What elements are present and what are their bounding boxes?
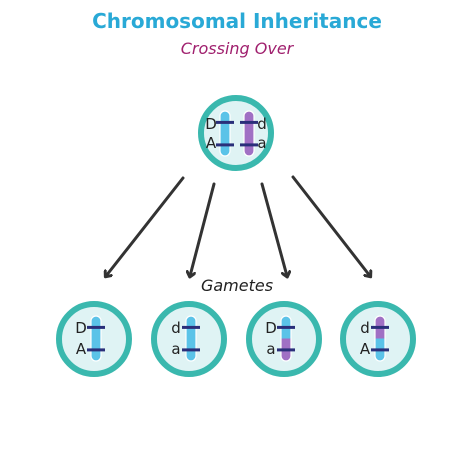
gene-band bbox=[182, 348, 200, 352]
gamete-chromosome bbox=[277, 315, 295, 362]
gene-band bbox=[277, 348, 295, 352]
gene-band bbox=[216, 143, 234, 147]
diagram-subtitle: Crossing Over bbox=[180, 39, 294, 58]
chromosome-outline bbox=[280, 315, 292, 362]
gene-band bbox=[371, 325, 389, 329]
gene-band bbox=[216, 120, 234, 124]
arrow bbox=[106, 176, 185, 276]
chromosome-outline bbox=[219, 110, 231, 157]
chromosome-body bbox=[244, 111, 254, 156]
chromosome-outline bbox=[374, 315, 386, 362]
gene-band bbox=[87, 348, 105, 352]
gamete-chromosome bbox=[87, 315, 105, 362]
gene-band bbox=[87, 325, 105, 329]
chromosome-body bbox=[281, 316, 291, 361]
allele-label: d bbox=[257, 115, 267, 133]
allele-label: A bbox=[76, 340, 87, 358]
chromosome-outline bbox=[90, 315, 102, 362]
allele-label: D bbox=[75, 319, 87, 337]
gene-band bbox=[182, 325, 200, 329]
arrow bbox=[260, 182, 287, 276]
allele-label: a bbox=[266, 340, 275, 358]
gene-band bbox=[371, 348, 389, 352]
diagram-title: Chromosomal Inheritance bbox=[92, 9, 382, 33]
chromosome-outline bbox=[185, 315, 197, 362]
allele-label: A bbox=[360, 340, 371, 358]
allele-label: a bbox=[257, 134, 266, 152]
gamete-chromosome bbox=[371, 315, 389, 362]
allele-label: d bbox=[171, 319, 181, 337]
gamete-cell: dA bbox=[340, 301, 416, 377]
gamete-chromosome bbox=[182, 315, 200, 362]
chromosome-body bbox=[91, 316, 101, 361]
gene-band bbox=[277, 325, 295, 329]
gamete-cell: da bbox=[151, 301, 227, 377]
gamete-cell: DA bbox=[56, 301, 132, 377]
allele-label: d bbox=[360, 319, 370, 337]
allele-label: D bbox=[265, 319, 277, 337]
gametes-label: Gametes bbox=[200, 276, 274, 295]
allele-label: a bbox=[171, 340, 180, 358]
chromosome-body bbox=[186, 316, 196, 361]
cell-membrane bbox=[198, 95, 274, 171]
arrows-group bbox=[106, 175, 370, 276]
parent-chromosome-right bbox=[240, 110, 258, 157]
gene-band bbox=[240, 143, 258, 147]
chromosome-outline bbox=[243, 110, 255, 157]
allele-label: D bbox=[205, 115, 217, 133]
arrow bbox=[291, 175, 370, 276]
parent-chromosome-left bbox=[216, 110, 234, 157]
gamete-cell: Da bbox=[246, 301, 322, 377]
chromosome-body bbox=[220, 111, 230, 156]
allele-label: A bbox=[206, 134, 217, 152]
arrow bbox=[190, 182, 216, 276]
chromosome-body bbox=[375, 316, 385, 361]
gene-band bbox=[240, 120, 258, 124]
